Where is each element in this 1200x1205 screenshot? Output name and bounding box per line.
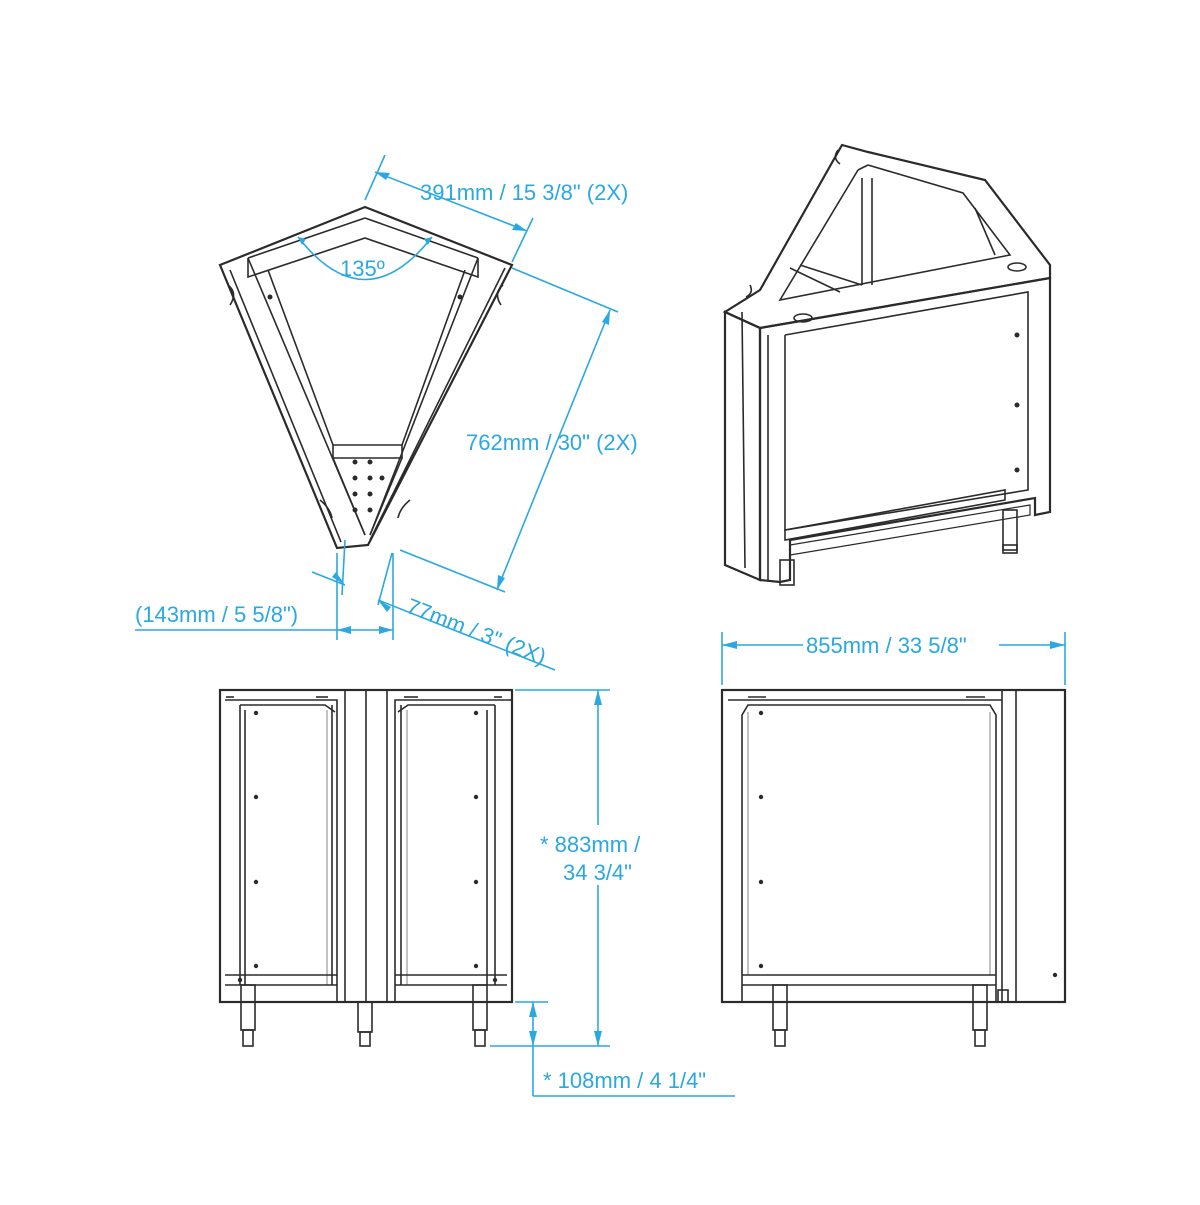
leg-height-label: * 108mm / 4 1/4" — [543, 1068, 706, 1093]
height-label-line1: * 883mm / — [540, 832, 641, 857]
angle-arc — [297, 236, 433, 281]
iso-view — [722, 143, 1052, 586]
side-view: 855mm / 33 5/8" — [720, 630, 1067, 1047]
width-label: 855mm / 33 5/8" — [806, 633, 967, 658]
tip-width-label: (143mm / 5 5/8") — [135, 602, 298, 627]
height-label-line2: 34 3/4" — [563, 860, 632, 885]
angle-label: 135º — [340, 256, 385, 281]
top-view-outline — [218, 205, 514, 550]
top-edge-label: 391mm / 15 3/8" (2X) — [420, 180, 628, 205]
frame-depth-label: 77mm / 3" (2X) — [403, 593, 549, 669]
top-view: 135º 391mm / 15 3/8" (2X) 762mm / 30" (2… — [135, 154, 638, 671]
front-view: * 883mm / 34 3/4" * 108mm / 4 1/4" — [218, 688, 735, 1097]
side-length-label: 762mm / 30" (2X) — [466, 430, 638, 455]
